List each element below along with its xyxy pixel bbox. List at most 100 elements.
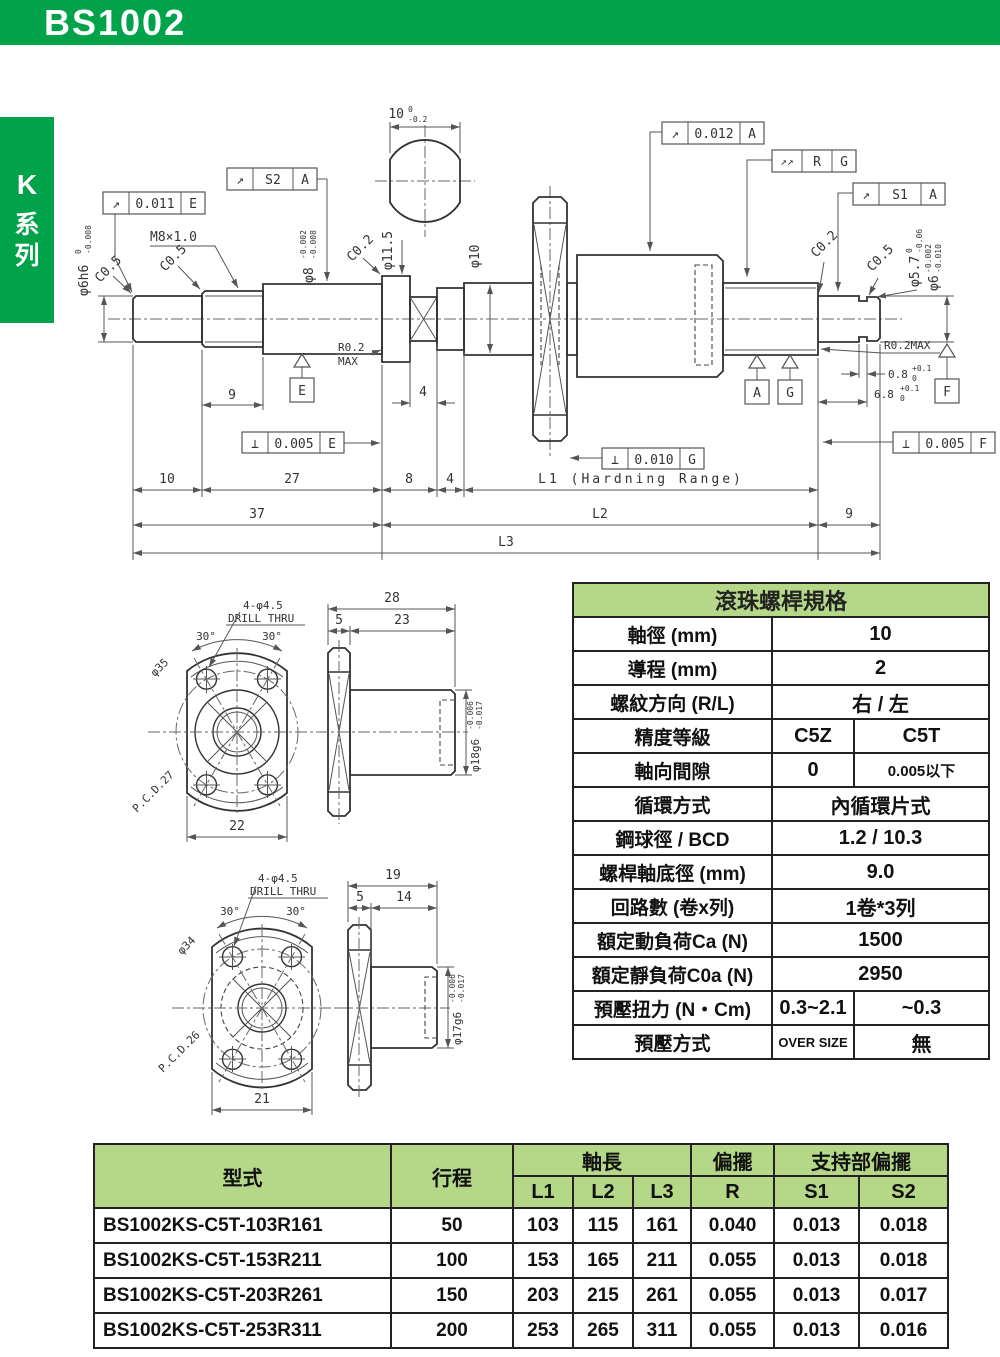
spec-value-c5z: 0 xyxy=(773,754,855,786)
tol-top: +0.1 xyxy=(900,384,919,393)
spec-row: 額定靜負荷C0a (N)2950 xyxy=(574,956,988,990)
dim-groove: 0.8 xyxy=(888,368,908,381)
gdt-datum-ref: E xyxy=(189,197,197,212)
tol-bottom: -0.017 xyxy=(475,701,484,730)
tol-top: -0.002 xyxy=(924,244,933,273)
dim-chamfer: C0.5 xyxy=(92,253,125,286)
dim-10: 10 xyxy=(159,472,175,487)
gdt-frame-perp-g: ⊥ 0.010 G xyxy=(601,447,705,470)
tol-top: -0.002 xyxy=(299,230,308,259)
dim-9b: 9 xyxy=(845,507,853,522)
l1-value: 203 xyxy=(512,1277,574,1314)
dim-30deg: 30° xyxy=(196,630,216,643)
dimension-lines xyxy=(98,122,954,560)
fillet-note: R0.2 xyxy=(338,341,365,354)
gdt-value: R xyxy=(813,155,821,170)
gdt-datum-ref: F xyxy=(979,437,987,452)
dim-length: 19 xyxy=(385,868,401,883)
l3-value: 311 xyxy=(632,1312,692,1349)
spec-value-c5z: 0.3~2.1 xyxy=(773,992,855,1024)
tol-top: -0.006 xyxy=(448,974,457,1003)
spec-row: 軸徑 (mm)10 xyxy=(574,616,988,650)
datum-targets: E A G F xyxy=(289,342,960,405)
page-title: BS1002 xyxy=(44,1,187,43)
tol-bottom: -0.008 xyxy=(84,225,93,254)
spec-label: 軸徑 (mm) xyxy=(574,618,773,650)
dim-flange-od: φ34 xyxy=(175,934,199,958)
dim-8: 8 xyxy=(405,472,413,487)
stroke-value: 150 xyxy=(390,1277,514,1314)
tol-top: 0 xyxy=(74,249,83,254)
gdt-frame-s1a: ↗ S1 A xyxy=(852,182,946,206)
spec-label: 螺紋方向 (R/L) xyxy=(574,686,773,718)
l3-value: 261 xyxy=(632,1277,692,1314)
gdt-datum-ref: G xyxy=(688,453,696,468)
tol-top: 0 xyxy=(408,105,413,114)
r-value: 0.040 xyxy=(690,1207,775,1244)
dim-phi6: φ6 xyxy=(927,275,942,291)
l2-value: 265 xyxy=(572,1312,634,1349)
dim-phi57: φ5.7 xyxy=(908,256,923,287)
gdt-datum-ref: A xyxy=(929,188,937,203)
table-row: BS1002KS-C5T-153R211 100 153 165 211 0.0… xyxy=(93,1242,949,1279)
col-header-l1: L1 xyxy=(512,1175,574,1209)
model-number: BS1002KS-C5T-203R261 xyxy=(93,1277,392,1314)
datum-box-f: F xyxy=(943,385,951,400)
spec-row: 導程 (mm) 2 xyxy=(574,650,988,684)
dim-bolt-holes: 4-φ4.5 xyxy=(258,872,298,885)
col-header-l3: L3 xyxy=(632,1175,692,1209)
gdt-frames: ↗ 0.011 E ↗ S2 A ↗ 0.012 A ↗↗ R G ↗ S1 A xyxy=(102,121,996,470)
r-value: 0.055 xyxy=(690,1277,775,1314)
l3-value: 211 xyxy=(632,1242,692,1279)
tol-top: -0.006 xyxy=(466,701,475,730)
spec-label: 回路數 (卷x列) xyxy=(574,890,773,922)
s1-value: 0.013 xyxy=(773,1242,860,1279)
series-sidebar: K 系列 xyxy=(0,117,54,323)
model-number: BS1002KS-C5T-253R311 xyxy=(93,1312,392,1349)
col-header-s1: S1 xyxy=(773,1175,860,1209)
s2-value: 0.018 xyxy=(858,1207,949,1244)
spec-row: 循環方式內循環片式 xyxy=(574,786,988,820)
dim-flange-od: φ35 xyxy=(148,656,171,679)
r-value: 0.055 xyxy=(690,1242,775,1279)
spec-label: 預壓方式 xyxy=(574,1026,773,1058)
spec-value-c5t: 無 xyxy=(911,1033,932,1056)
spec-row: 額定動負荷Ca (N)1500 xyxy=(574,922,988,956)
gdt-value: 0.010 xyxy=(634,453,673,468)
runout-icon: ↗ xyxy=(671,127,679,142)
table-row: BS1002KS-C5T-103R161 50 103 115 161 0.04… xyxy=(93,1207,949,1244)
col-header-stroke: 行程 xyxy=(390,1143,514,1209)
dim-phi115: φ11.5 xyxy=(381,231,396,270)
l1-value: 153 xyxy=(512,1242,574,1279)
spec-row: 預壓扭力 (N・Cm)0.3~2.1~0.3 xyxy=(574,990,988,1024)
spec-row: 螺桿軸底徑 (mm)9.0 xyxy=(574,854,988,888)
series-letter: K xyxy=(16,168,38,200)
l1-value: 253 xyxy=(512,1312,574,1349)
series-label: 系列 xyxy=(14,210,40,270)
tol-bottom: 0 xyxy=(912,374,917,383)
spec-label: 螺桿軸底徑 (mm) xyxy=(574,856,773,888)
s2-value: 0.018 xyxy=(858,1242,949,1279)
runout-icon: ↗ xyxy=(236,173,244,188)
flange-view-2: 30° 30° 4-φ4.5 DRILL THRU φ34 P.C.D.26 2… xyxy=(156,868,466,1115)
fillet-note-max: MAX xyxy=(338,355,358,368)
dim-chamfer: C0.5 xyxy=(157,242,190,275)
dim-chamfer: C0.2 xyxy=(808,228,841,261)
spec-value: 2 xyxy=(874,656,887,679)
perpendicularity-icon: ⊥ xyxy=(902,437,910,452)
dim-chamfer: C0.5 xyxy=(864,242,897,275)
spec-value: 2950 xyxy=(858,962,903,985)
tol-top: +0.1 xyxy=(912,364,931,373)
dim-phi6h6: φ6h6 xyxy=(77,265,92,296)
tol-bottom: -0.017 xyxy=(457,974,466,1003)
datum-box-g: G xyxy=(786,386,794,401)
gdt-value: 0.011 xyxy=(135,197,174,212)
col-header-l2: L2 xyxy=(572,1175,634,1209)
col-header-model: 型式 xyxy=(93,1143,392,1209)
spec-label: 導程 (mm) xyxy=(574,652,773,684)
spec-table: 滾珠螺桿規格 軸徑 (mm)10 導程 (mm)2 螺紋方向 (R/L)右 / … xyxy=(572,582,990,1060)
gdt-frame-0011e: ↗ 0.011 E xyxy=(102,191,206,215)
